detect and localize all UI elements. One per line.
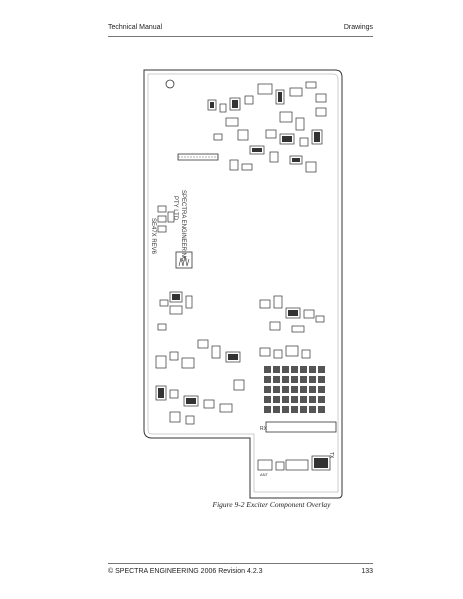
- page-header: Technical Manual Drawings: [108, 20, 373, 37]
- ant-label: ANT: [260, 472, 269, 477]
- left-components: [157, 205, 175, 233]
- top-components-filled: [210, 92, 320, 162]
- revision-text: SE47X REV6: [150, 218, 156, 255]
- rf-connector-block: [265, 421, 337, 433]
- lower-left-components: [155, 339, 245, 425]
- ic-package: [175, 251, 193, 269]
- rf-components: [257, 455, 331, 471]
- maker-text-line2: PTY LTD: [172, 196, 178, 221]
- page-footer: © SPECTRA ENGINEERING 2006 Revision 4.2.…: [108, 563, 373, 578]
- header-title: Technical Manual: [108, 24, 163, 31]
- top-components: [207, 81, 327, 173]
- page-number: 133: [361, 568, 373, 575]
- pad-grid: [264, 366, 325, 413]
- board-outline: [143, 69, 343, 499]
- mid-components: [157, 291, 325, 333]
- header-section: Drawings: [343, 24, 373, 31]
- exciter-component-overlay-drawing: SPECTRA ENGINEERING PTY LTD SE47X REV6: [143, 69, 343, 499]
- figure-caption: Figure 9-2 Exciter Component Overlay: [0, 500, 463, 509]
- mounting-hole: [165, 79, 175, 89]
- maker-text-line1: SPECTRA ENGINEERING: [180, 190, 186, 262]
- tx-label: TX: [328, 452, 334, 459]
- footer-copyright: © SPECTRA ENGINEERING 2006 Revision 4.2.…: [108, 568, 263, 575]
- rx-label: RX: [260, 426, 268, 432]
- figure-caption-text: Figure 9-2 Exciter Component Overlay: [212, 500, 331, 509]
- board-outline-inner: [147, 73, 339, 493]
